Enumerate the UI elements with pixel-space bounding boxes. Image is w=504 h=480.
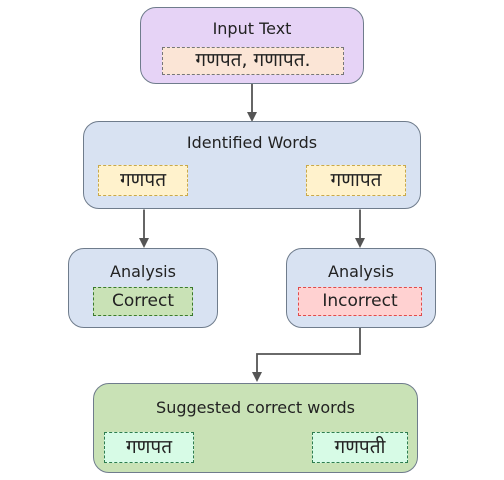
arrow-analysis-right-to-suggested bbox=[252, 328, 361, 382]
identified-words-title: Identified Words bbox=[186, 133, 318, 152]
analysis-left-title: Analysis bbox=[110, 262, 176, 281]
input-text-box: Input Text गणपत, गणापत. bbox=[140, 7, 364, 84]
analysis-box-right: Analysis Incorrect bbox=[286, 248, 436, 328]
input-text-value: गणपत, गणापत. bbox=[162, 47, 344, 75]
identified-words-box: Identified Words गणपत गणापत bbox=[83, 121, 421, 209]
suggested-word-2: गणपती bbox=[312, 432, 408, 463]
analysis-box-left: Analysis Correct bbox=[68, 248, 218, 328]
analysis-result-incorrect: Incorrect bbox=[298, 287, 422, 316]
suggested-word-1: गणपत bbox=[104, 432, 194, 463]
suggested-words-box: Suggested correct words गणपत गणपती bbox=[93, 383, 418, 473]
analysis-result-correct: Correct bbox=[93, 287, 193, 316]
suggested-words-title: Suggested correct words bbox=[156, 398, 355, 417]
identified-word-2: गणापत bbox=[306, 165, 406, 196]
input-text-title: Input Text bbox=[212, 19, 292, 38]
analysis-right-title: Analysis bbox=[328, 262, 394, 281]
identified-word-1: गणपत bbox=[98, 165, 188, 196]
